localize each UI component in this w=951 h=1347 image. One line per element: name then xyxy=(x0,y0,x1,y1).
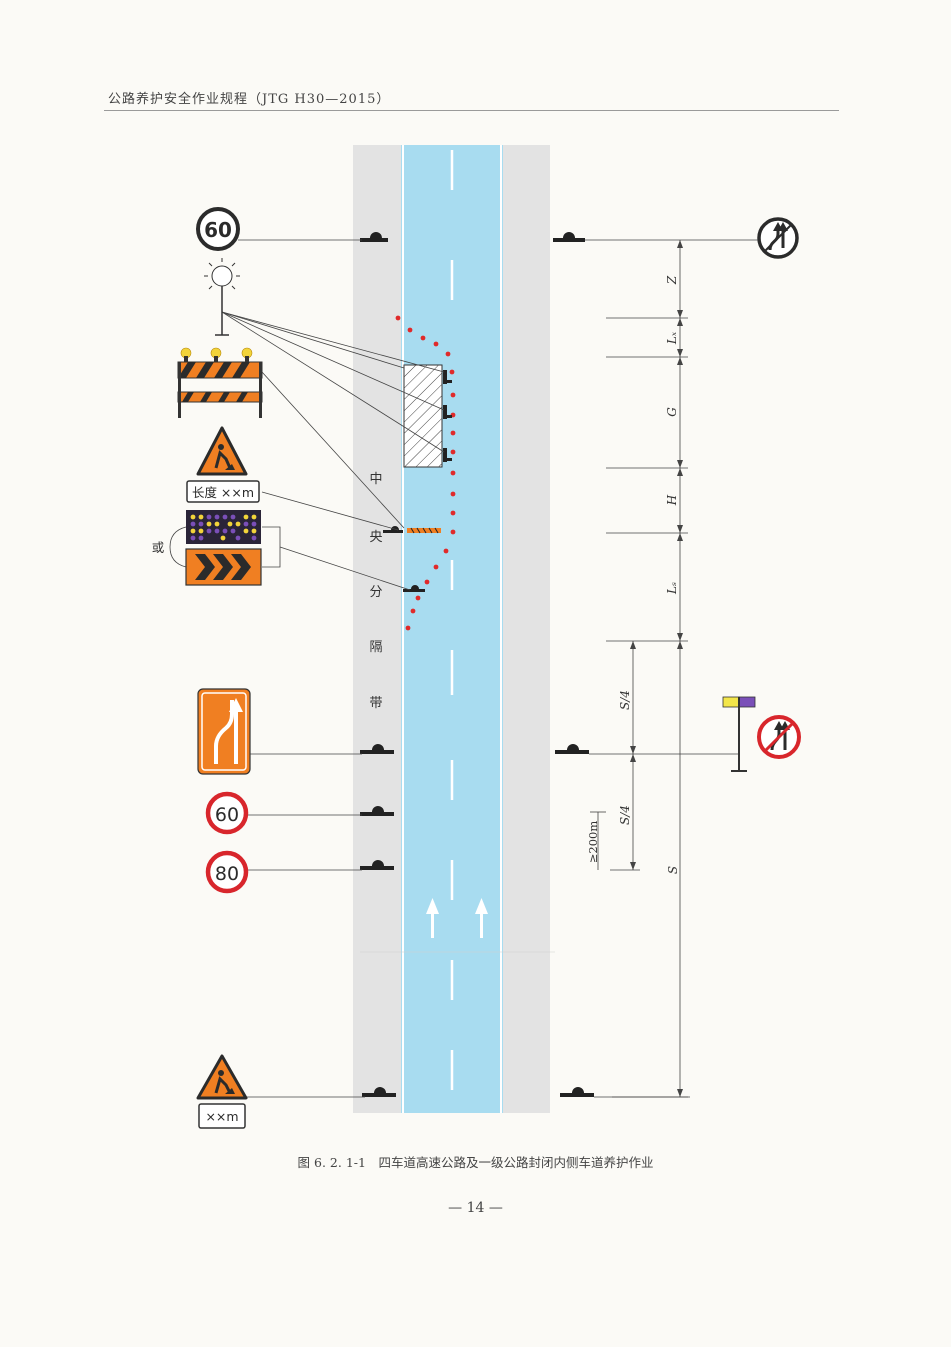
length-plate: 长度 ××m xyxy=(186,480,260,503)
speed-limit-60-sign-top: 60 xyxy=(196,207,240,251)
dim-ls-label: Lₛ xyxy=(665,582,679,595)
speed-limit-80-sign: 80 xyxy=(205,850,249,894)
speed-limit-60-text: 60 xyxy=(215,804,239,826)
lane-closed-ahead-sign xyxy=(197,688,251,775)
flag-post xyxy=(722,696,756,772)
median-char-5: 带 xyxy=(369,696,382,711)
alternative-label: 或 xyxy=(152,540,165,555)
distance-plate-text: ××m xyxy=(205,1109,238,1124)
median-char-4: 隔 xyxy=(369,640,382,655)
header-rule xyxy=(104,110,839,111)
page-number: — 14 — xyxy=(448,1200,503,1216)
direction-arrow-icon xyxy=(426,898,488,938)
median-char-2: 央 xyxy=(369,530,382,545)
dim-s4-lower-label: S/4 xyxy=(618,805,632,825)
cone-line xyxy=(395,315,456,631)
right-shoulder xyxy=(503,145,550,1113)
dim-s-label: S xyxy=(666,866,680,874)
speed-limit-60-sign: 60 xyxy=(205,791,249,835)
speed-limit-60-top-text: 60 xyxy=(204,218,232,242)
dim-200m-label: ≥200m xyxy=(586,821,600,864)
median-char-3: 分 xyxy=(369,585,382,600)
end-no-overtaking-sign xyxy=(757,217,799,259)
no-overtaking-sign xyxy=(757,715,801,759)
figure-caption: 图 6. 2. 1-1 四车道高速公路及一级公路封闭内侧车道养护作业 xyxy=(297,1155,654,1170)
arrow-board-dots xyxy=(186,510,261,544)
running-header: 公路养护安全作业规程（JTG H30—2015） xyxy=(108,92,391,107)
dim-lx-label: Lₓ xyxy=(665,331,679,345)
road-barricade xyxy=(177,347,263,418)
roadwork-warning-sign xyxy=(196,1054,248,1100)
roadwork-ahead-sign xyxy=(196,426,248,476)
carriageway xyxy=(401,145,503,1113)
arrow-board-chevron xyxy=(185,548,262,586)
dim-h-label: H xyxy=(665,494,679,506)
dim-g-label: G xyxy=(665,407,679,417)
sign-post-bases xyxy=(360,232,594,1097)
dim-z-label: Z xyxy=(665,275,679,285)
length-plate-text: 长度 ××m xyxy=(192,485,254,500)
median-strip xyxy=(353,145,401,1113)
median-char-1: 中 xyxy=(369,472,382,487)
speed-limit-80-text: 80 xyxy=(215,863,239,885)
warning-light-icon xyxy=(204,258,240,336)
distance-plate: ××m xyxy=(198,1103,246,1129)
dim-s4-upper-label: S/4 xyxy=(618,690,632,710)
